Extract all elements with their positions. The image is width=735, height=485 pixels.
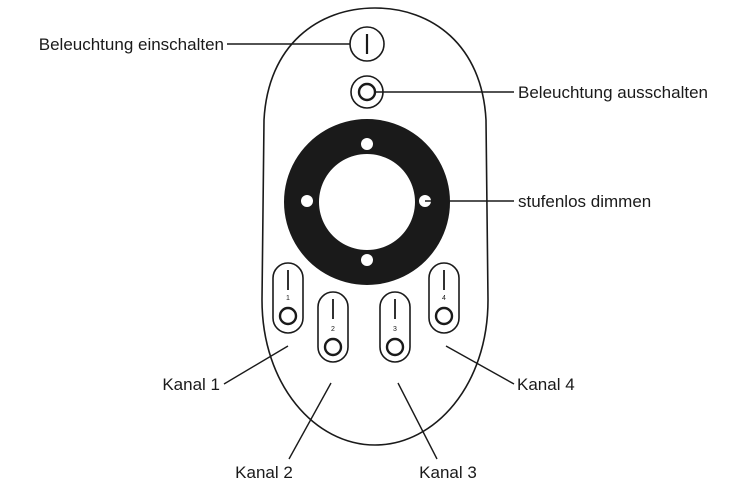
dimmer-dot-bottom [361, 254, 373, 266]
channel-button-4[interactable]: 4 [428, 262, 460, 334]
remote-body [261, 7, 489, 446]
leader-line-channel-2 [288, 382, 332, 460]
label-channel-4: Kanal 4 [517, 375, 575, 394]
label-channel-2: Kanal 2 [235, 463, 293, 482]
label-channel-1: Kanal 1 [162, 375, 220, 394]
channel-number-1: 1 [286, 295, 290, 302]
channel-button-3[interactable]: 3 [379, 291, 411, 363]
label-dimming: stufenlos dimmen [518, 192, 651, 211]
channel-number-3: 3 [393, 326, 397, 333]
leader-line-channel-1 [223, 345, 289, 385]
label-light-off: Beleuchtung ausschalten [518, 83, 708, 102]
dimmer-wheel[interactable] [284, 119, 451, 286]
power-off-icon [357, 82, 377, 102]
power-on-button[interactable] [349, 26, 385, 62]
dimmer-ring [284, 119, 451, 286]
leader-line-channel-3 [397, 382, 438, 460]
dimmer-dot-top [361, 138, 373, 150]
channel-button-2[interactable]: 2 [317, 291, 349, 363]
channel-number-2: 2 [331, 326, 335, 333]
label-channel-3: Kanal 3 [419, 463, 477, 482]
label-light-on: Beleuchtung einschalten [39, 35, 224, 54]
channel-number-4: 4 [442, 295, 446, 302]
dimmer-dot-left [301, 195, 313, 207]
channel-button-1[interactable]: 1 [272, 262, 304, 334]
leader-line-channel-4 [445, 345, 515, 385]
